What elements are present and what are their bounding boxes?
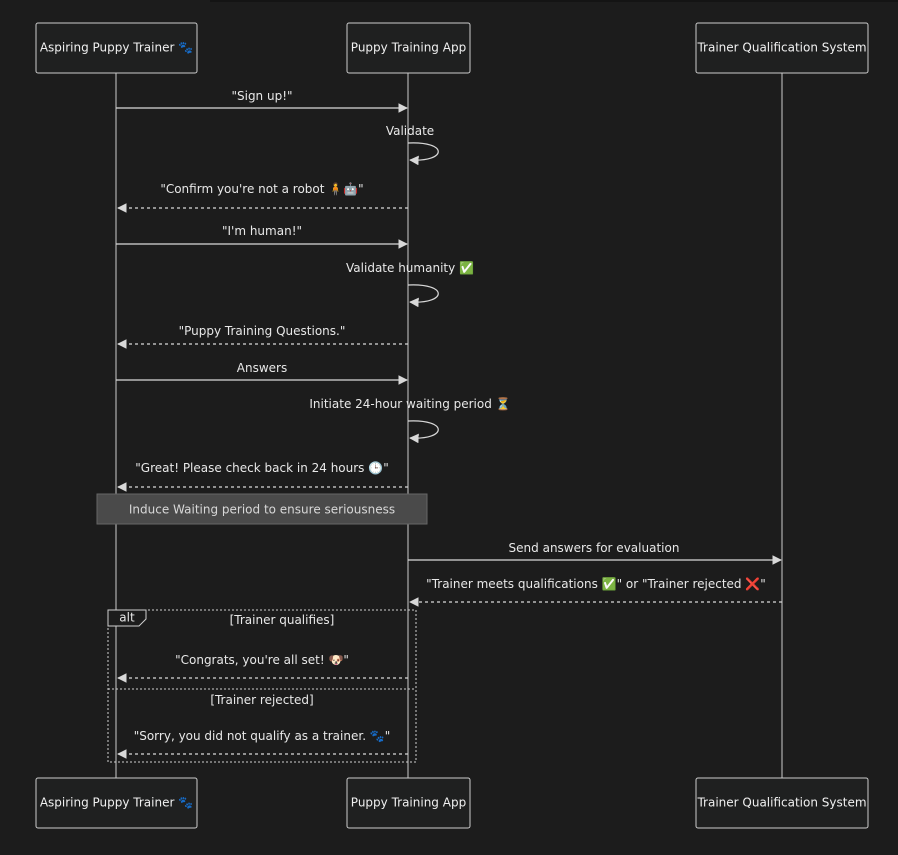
message-confirm-not-robot: "Confirm you're not a robot 🧍🤖"	[117, 182, 408, 213]
message-label: "I'm human!"	[222, 224, 302, 238]
alt-frame: alt [Trainer qualifies] [Trainer rejecte…	[107, 609, 417, 763]
actor-bottom-system: Trainer Qualification System	[695, 777, 869, 829]
message-answers: Answers	[116, 361, 408, 385]
message-label: Answers	[237, 361, 287, 375]
alt-condition-qualifies: [Trainer qualifies]	[230, 613, 335, 627]
message-label: Validate	[386, 124, 434, 138]
actor-top-trainer: Aspiring Puppy Trainer 🐾	[35, 22, 198, 74]
message-label: "Puppy Training Questions."	[179, 324, 346, 338]
actor-label: Trainer Qualification System	[696, 796, 866, 810]
message-im-human: "I'm human!"	[116, 224, 408, 249]
message-label: "Sorry, you did not qualify as a trainer…	[134, 729, 391, 743]
actor-bottom-trainer: Aspiring Puppy Trainer 🐾	[35, 777, 198, 829]
message-label: "Confirm you're not a robot 🧍🤖"	[160, 182, 363, 196]
message-sign-up: "Sign up!"	[116, 89, 408, 113]
message-label: "Great! Please check back in 24 hours 🕒"	[135, 461, 388, 475]
message-label: Initiate 24-hour waiting period ⏳	[309, 397, 510, 411]
message-puppy-training-questions: "Puppy Training Questions."	[117, 324, 408, 349]
message-label: "Sign up!"	[231, 89, 292, 103]
message-send-answers: Send answers for evaluation	[408, 541, 782, 565]
message-congrats: "Congrats, you're all set! 🐶"	[117, 653, 408, 683]
actor-label: Aspiring Puppy Trainer 🐾	[40, 41, 193, 55]
actor-label: Aspiring Puppy Trainer 🐾	[40, 796, 193, 810]
self-arrow	[407, 420, 439, 444]
alt-frame-label: alt	[119, 611, 135, 625]
actor-bottom-app: Puppy Training App	[346, 777, 471, 829]
actor-top-app: Puppy Training App	[346, 22, 471, 74]
message-evaluation-result: "Trainer meets qualifications ✅" or "Tra…	[409, 577, 782, 607]
self-arrow	[407, 284, 439, 308]
actor-top-system: Trainer Qualification System	[695, 22, 869, 74]
message-label: Send answers for evaluation	[509, 541, 680, 555]
message-label: Validate humanity ✅	[346, 261, 474, 275]
note-waiting-period: Induce Waiting period to ensure seriousn…	[96, 493, 428, 525]
alt-frame-tag	[107, 609, 147, 627]
message-label: "Trainer meets qualifications ✅" or "Tra…	[426, 577, 766, 591]
note-label: Induce Waiting period to ensure seriousn…	[129, 503, 395, 517]
message-validate-humanity: Validate humanity ✅	[346, 261, 474, 308]
top-edge-band	[210, 0, 898, 2]
actor-label: Puppy Training App	[351, 796, 466, 810]
message-label: "Congrats, you're all set! 🐶"	[175, 653, 349, 667]
alt-condition-rejected: [Trainer rejected]	[210, 693, 313, 707]
alt-frame-border	[107, 609, 417, 763]
actor-label: Trainer Qualification System	[696, 41, 866, 55]
message-check-back: "Great! Please check back in 24 hours 🕒"	[117, 461, 408, 492]
message-sorry: "Sorry, you did not qualify as a trainer…	[117, 729, 408, 759]
message-initiate-waiting: Initiate 24-hour waiting period ⏳	[309, 397, 511, 444]
message-validate: Validate	[386, 124, 439, 166]
self-arrow	[407, 142, 439, 166]
actor-label: Puppy Training App	[351, 41, 466, 55]
